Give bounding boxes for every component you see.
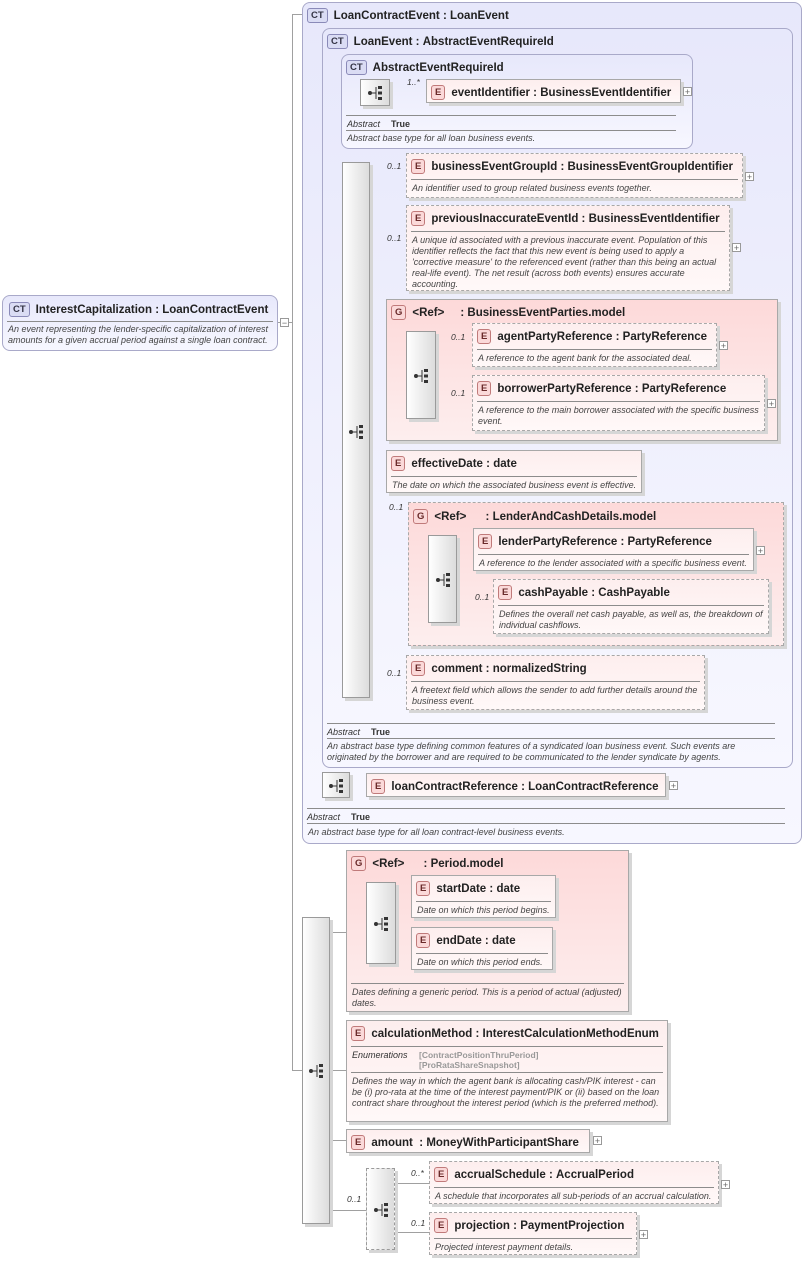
element-icon: E [411,211,426,226]
element-icon: E [411,159,426,174]
group-icon: G [413,509,429,524]
root-type: LoanContractEvent [162,304,269,316]
sequence-compositor[interactable] [342,162,370,698]
element-icon: E [351,1026,366,1041]
element-icon: E [477,381,492,396]
choice-icon [374,1203,388,1217]
expand-toggle[interactable]: + [732,243,741,253]
root-doc: An event representing the lender-specifi… [8,324,268,345]
sequence-compositor[interactable] [322,772,350,798]
complex-type-icon: CT [307,8,328,23]
sequence-icon [329,779,343,793]
element-icon: E [434,1167,449,1182]
element-icon: E [391,456,406,471]
expand-toggle[interactable]: + [745,172,754,182]
element-icon: E [416,933,431,948]
choice-compositor[interactable] [366,1168,395,1250]
element-icon: E [411,661,426,676]
sequence-icon [374,917,388,931]
group-icon: G [391,305,407,320]
collapse-toggle[interactable]: − [280,318,289,328]
element-icon: E [478,534,493,549]
sequence-compositor[interactable] [366,882,396,964]
element-icon: E [351,1135,366,1150]
sequence-compositor[interactable] [406,331,436,419]
element-icon: E [416,881,431,896]
group-icon: G [351,856,367,871]
complex-type-icon: CT [9,302,30,317]
element-icon: E [434,1218,449,1233]
expand-toggle[interactable]: + [721,1180,730,1190]
element-icon: E [371,779,386,794]
element-icon: E [431,85,446,100]
expand-toggle[interactable]: + [669,781,678,791]
sequence-compositor[interactable] [302,917,330,1224]
expand-toggle[interactable]: + [639,1230,648,1240]
sequence-compositor[interactable] [360,79,390,106]
sequence-compositor[interactable] [428,535,457,623]
root-name: InterestCapitalization [35,304,152,316]
element-icon: E [477,329,492,344]
expand-toggle[interactable]: + [683,87,692,97]
sequence-icon [368,86,382,100]
element-icon: E [498,585,513,600]
expand-toggle[interactable]: + [719,341,728,351]
sequence-icon [436,573,450,587]
sequence-icon [349,425,363,439]
expand-toggle[interactable]: + [593,1136,602,1146]
complex-type-icon: CT [327,34,348,49]
sequence-icon [309,1064,323,1078]
expand-toggle[interactable]: + [756,546,765,556]
sequence-icon [414,369,428,383]
expand-toggle[interactable]: + [767,399,776,409]
complex-type-icon: CT [346,60,367,75]
